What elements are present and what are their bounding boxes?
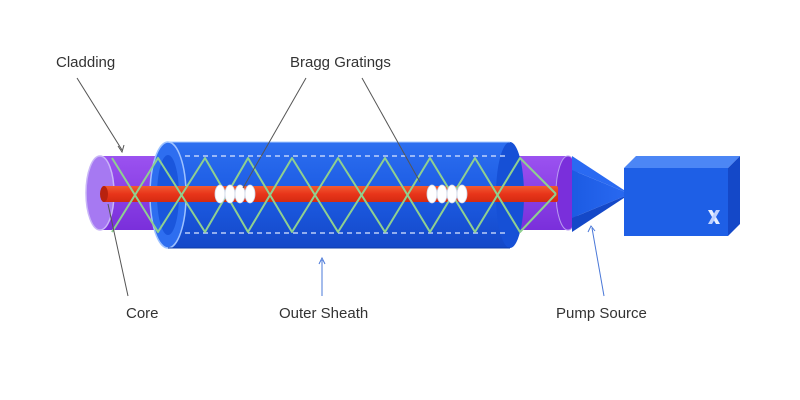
label-outer-sheath: Outer Sheath [279, 305, 368, 322]
light-path [111, 157, 557, 233]
label-cladding: Cladding [56, 54, 115, 71]
bragg-grating-left [214, 184, 256, 204]
label-pointers [76, 77, 605, 297]
core-rod [100, 186, 558, 202]
bragg-grating-right [426, 184, 468, 204]
label-bragg-gratings: Bragg Gratings [290, 54, 391, 71]
label-core: Core [126, 305, 159, 322]
light-path-reflected [111, 157, 557, 233]
pump-source-block [624, 156, 740, 236]
label-pump-source: Pump Source [556, 305, 647, 322]
pump-coupler-cone [572, 170, 630, 218]
x-logo-icon [708, 210, 720, 224]
